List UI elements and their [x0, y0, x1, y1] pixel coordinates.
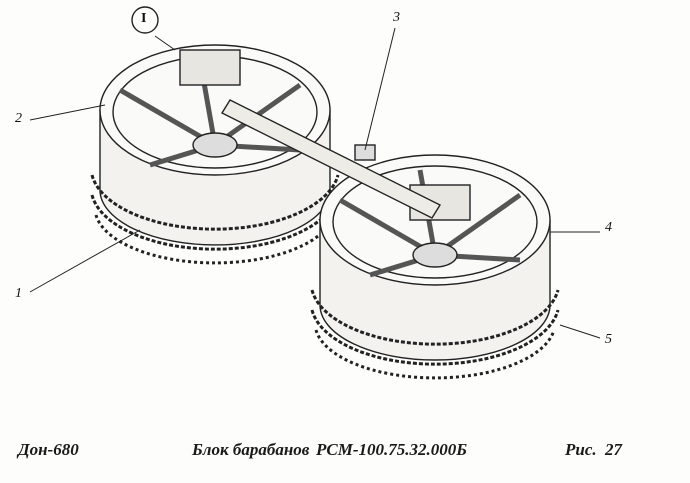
callout-4: 4 — [605, 220, 612, 235]
callout-1: 1 — [15, 286, 22, 301]
callout-circle-I — [131, 6, 159, 34]
figure-number: 27 — [605, 440, 622, 459]
drum-right — [310, 154, 560, 380]
figure-label: Рис. — [565, 440, 597, 459]
drum-left — [90, 44, 340, 265]
machine-label: Дон-680 — [18, 440, 79, 459]
callout-2: 2 — [15, 111, 22, 126]
part-number: РСМ-100.75.32.000Б — [316, 440, 468, 459]
drive-shaft — [221, 99, 441, 219]
figure-title: Блок барабанов — [192, 440, 310, 459]
callout-5: 5 — [605, 332, 612, 347]
callout-3: 3 — [393, 10, 400, 25]
callout-I: I — [141, 11, 147, 26]
